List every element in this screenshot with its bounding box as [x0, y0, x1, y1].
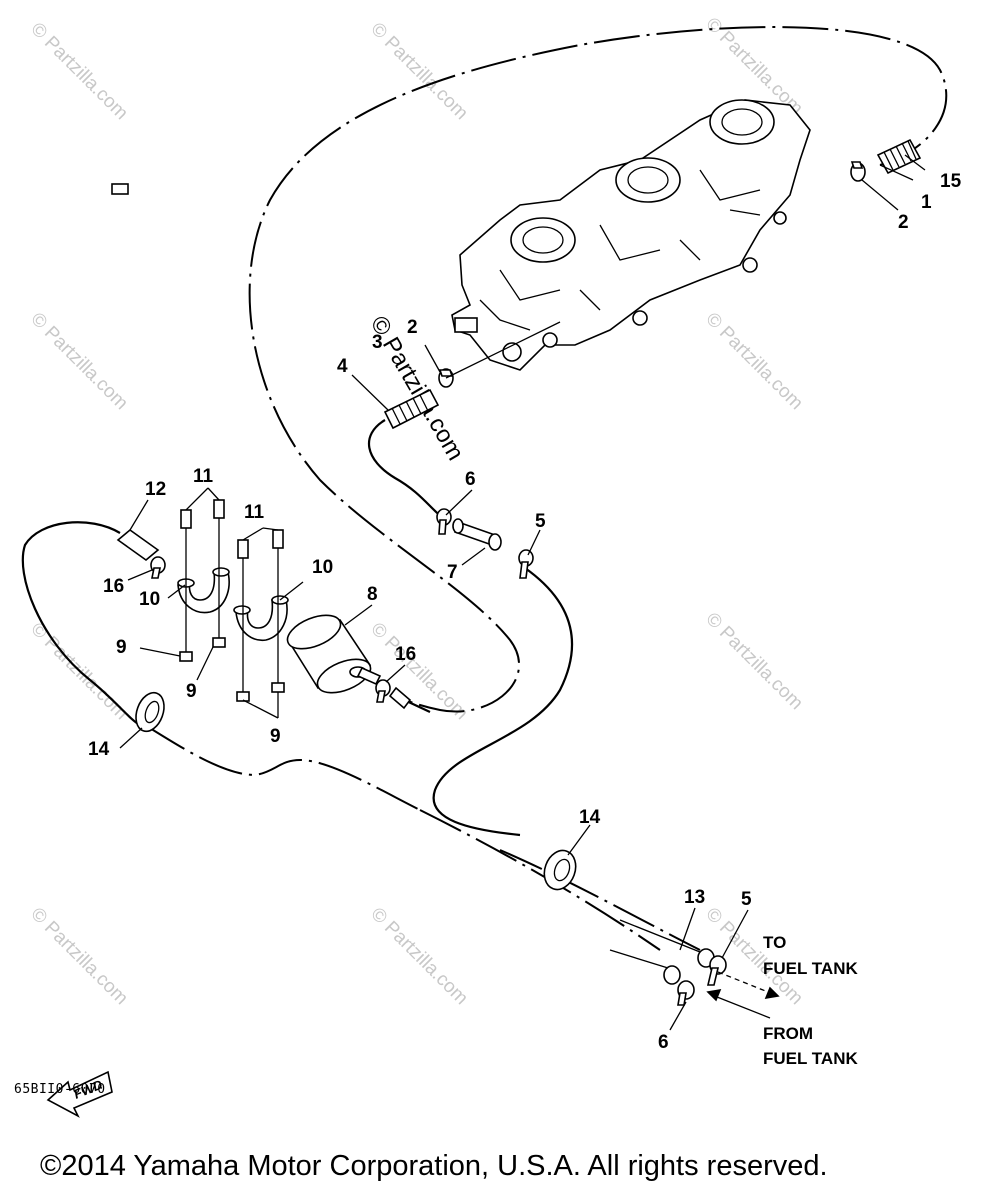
- callout-12: 12: [145, 479, 166, 500]
- to-fuel-tank-line2: FUEL TANK: [763, 959, 858, 978]
- callout-5: 5: [741, 889, 752, 910]
- callout-13: 13: [684, 887, 705, 908]
- watermark: © Partzilla.com: [701, 309, 806, 414]
- fuel-hose-loop: [248, 26, 948, 713]
- fuel-hose-12-dash: [144, 724, 421, 811]
- hose-clamp-16-left: [150, 556, 166, 579]
- watermark: © Partzilla.com: [701, 609, 806, 714]
- callout-11: 11: [193, 466, 214, 487]
- callouts: 1 2 2 3 4 5 5 6 6 7 8 9 9 9 10 10 11 11 …: [88, 171, 962, 1053]
- callout-1: 1: [921, 192, 932, 213]
- callout-10: 10: [312, 557, 333, 578]
- watermark: © Partzilla.com: [26, 904, 131, 1009]
- drawing-code: 65BII0-6070: [14, 1082, 106, 1097]
- callout-8: 8: [367, 584, 378, 605]
- hose-protector-15: [876, 138, 922, 175]
- fuel-hose-end: [388, 686, 412, 710]
- fuel-filter-8: [286, 614, 382, 694]
- callout-4: 4: [337, 356, 348, 377]
- copyright-notice: ©2014 Yamaha Motor Corporation, U.S.A. A…: [40, 1150, 828, 1182]
- watermark: © Partzilla.com: [26, 19, 131, 124]
- callout-14: 14: [579, 807, 601, 828]
- fuel-hose-3-b: [432, 567, 574, 837]
- callout-16: 16: [395, 644, 416, 665]
- carburetor-assembly: [111, 99, 811, 371]
- hose-clamp-2-upper: [850, 161, 866, 182]
- callout-10: 10: [139, 589, 160, 610]
- grommet-14-right: [543, 849, 577, 891]
- callout-9: 9: [270, 726, 281, 747]
- callout-9: 9: [186, 681, 197, 702]
- grommet-14-left: [135, 691, 165, 733]
- fuel-joint-7: [452, 518, 502, 551]
- leader-lines: [119, 154, 926, 1031]
- hose-clamp-5-middle: [518, 549, 534, 579]
- callout-11: 11: [244, 502, 265, 523]
- bracket-10-right: [233, 595, 289, 641]
- callout-3: 3: [372, 332, 383, 353]
- leader-line: [445, 321, 561, 379]
- from-fuel-tank-line2: FUEL TANK: [763, 1049, 858, 1068]
- forward-arrow-icon: FWD: [46, 1070, 113, 1118]
- fuel-hose-13b-dash: [499, 849, 701, 951]
- hose-clamp-6-lower: [677, 980, 695, 1006]
- fuel-hose-12-run: [21, 521, 141, 726]
- callout-6: 6: [465, 469, 476, 490]
- callout-2: 2: [407, 317, 418, 338]
- fuel-hose-12: [116, 528, 160, 562]
- fuel-hose-13-dash: [419, 809, 661, 951]
- callout-6: 6: [658, 1032, 669, 1053]
- to-fuel-tank-line1: TO: [763, 933, 786, 952]
- nuts-9: [179, 637, 285, 702]
- fuel-tank-labels: TO FUEL TANK FROM FUEL TANK: [763, 933, 858, 1068]
- watermark: © Partzilla.com: [366, 619, 471, 724]
- from-fuel-tank-line1: FROM: [763, 1024, 813, 1043]
- callout-9: 9: [116, 637, 127, 658]
- callout-14: 14: [88, 739, 110, 760]
- callout-7: 7: [447, 562, 458, 583]
- callout-15: 15: [940, 171, 962, 192]
- hose-protector-4: [383, 388, 440, 430]
- fuel-hose-3: [367, 419, 446, 521]
- hose-clamp-5-lower: [706, 955, 727, 986]
- callout-16: 16: [103, 576, 124, 597]
- callout-5: 5: [535, 511, 546, 532]
- watermark: © Partzilla.com: [366, 904, 471, 1009]
- hose-clamp-16-right: [375, 679, 391, 703]
- screws-11: [180, 499, 284, 695]
- watermark: © Partzilla.com: [26, 309, 131, 414]
- callout-2: 2: [898, 212, 909, 233]
- direction-arrows: [706, 971, 780, 1019]
- watermark: © Partzilla.com: [366, 19, 471, 124]
